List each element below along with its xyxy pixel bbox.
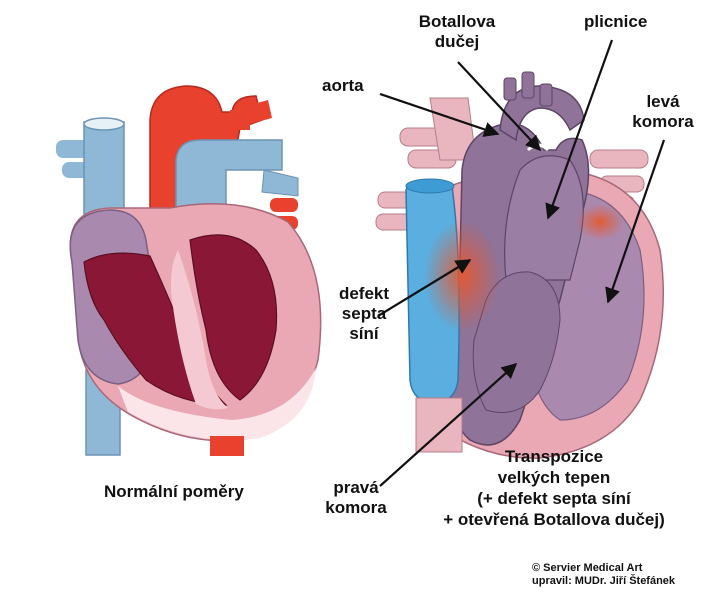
arrow-lung bbox=[545, 39, 614, 220]
label-right-ventricle: pravá komora bbox=[325, 478, 387, 517]
tga-heart bbox=[375, 71, 664, 459]
label-aorta: aorta bbox=[322, 76, 364, 95]
arrow-aorta bbox=[379, 92, 500, 137]
arrow-asd bbox=[377, 259, 472, 317]
credit-text: © Servier Medical Art upravil: MUDr. Jiř… bbox=[532, 562, 676, 587]
label-ductus: Botallova dučej bbox=[418, 12, 496, 51]
label-left-ventricle: levá komora bbox=[632, 92, 694, 131]
arrow-left-ventricle bbox=[605, 139, 666, 304]
label-asd: defekt septa síní bbox=[338, 284, 390, 343]
label-lung: plicnice bbox=[584, 12, 648, 31]
label-normal: Normální poměry bbox=[104, 482, 244, 501]
label-title: Transpozice velkých tepen (+ defekt sept… bbox=[443, 447, 665, 529]
arrow-right-ventricle bbox=[379, 362, 518, 487]
normal-heart bbox=[56, 85, 322, 456]
pointer-arrows bbox=[377, 39, 666, 487]
arrow-ductus bbox=[457, 61, 542, 152]
